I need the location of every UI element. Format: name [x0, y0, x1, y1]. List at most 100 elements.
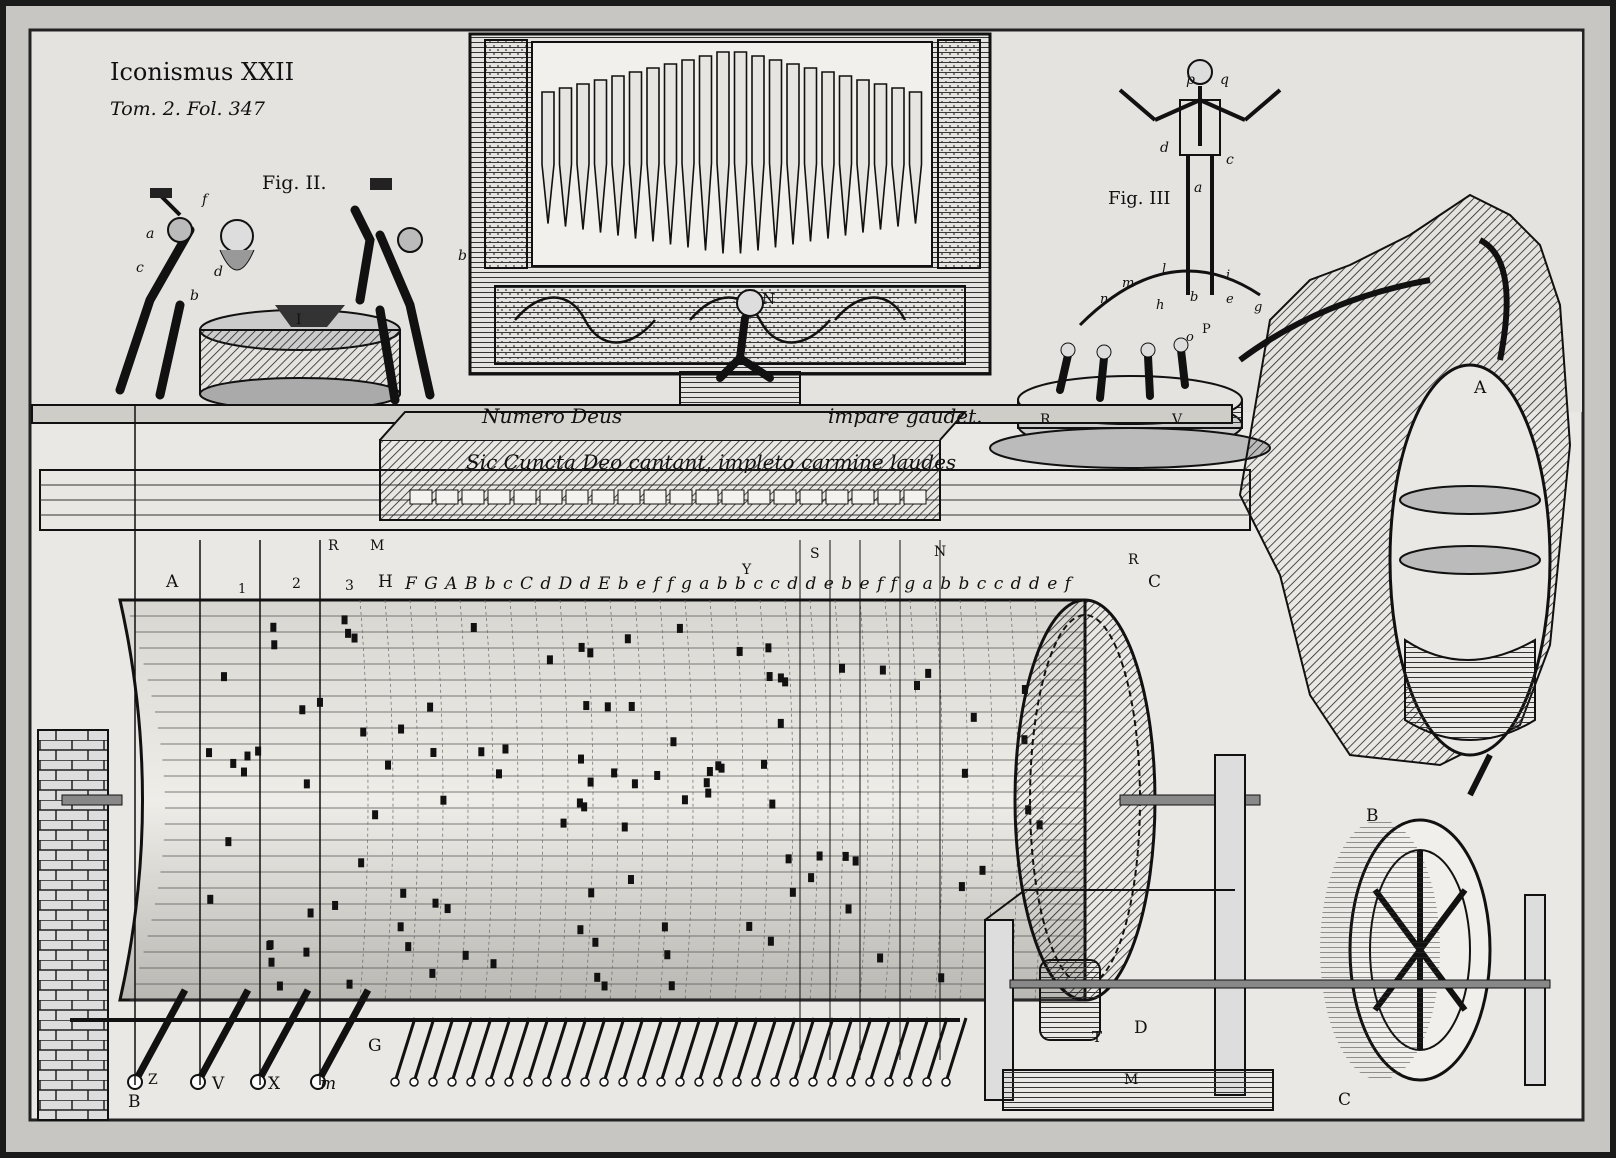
barrel-pin: [961, 768, 968, 778]
trackers: [134, 405, 941, 1085]
organ-key: [409, 489, 433, 505]
fig3-letter-i: i: [1226, 268, 1231, 283]
organ-pipe: [593, 79, 608, 233]
organ-key: [799, 489, 823, 505]
organ-key: [617, 489, 641, 505]
label-B-wheel: B: [1366, 806, 1379, 826]
barrel-pin: [594, 972, 601, 982]
organ-key: [903, 489, 927, 505]
water-tank-apparatus: [1238, 193, 1572, 797]
barrel-pin: [624, 634, 631, 644]
barrel-pin: [444, 904, 451, 914]
barrel-pin: [785, 854, 792, 864]
label-N-lower: N: [934, 544, 947, 560]
barrel-pin: [440, 795, 447, 805]
label-D: D: [1134, 1018, 1148, 1038]
barrel-pin: [664, 950, 671, 960]
fig3-letter-e: e: [1226, 292, 1234, 307]
water-wheel: [1320, 818, 1546, 1086]
barrel-pin: [587, 777, 594, 787]
barrel-pin: [879, 665, 886, 675]
barrel-pin: [852, 856, 859, 866]
barrel-pin: [808, 873, 815, 883]
barrel-pin: [718, 763, 725, 773]
organ-key: [669, 489, 693, 505]
barrel-pin: [777, 673, 784, 683]
plate-title: Iconismus XXII: [110, 58, 295, 86]
number-2: 2: [292, 576, 301, 592]
barrel-pin: [583, 701, 590, 711]
barrel-pin: [372, 810, 379, 820]
fig2-letter-c: c: [136, 260, 144, 276]
barrel-pin: [631, 779, 638, 789]
barrel-pin: [760, 759, 767, 769]
barrel-pin: [225, 837, 232, 847]
drive-frame: [984, 754, 1551, 1111]
barrel-pin: [766, 672, 773, 682]
barrel-pin: [560, 818, 567, 828]
skeleton-letter-a: a: [1194, 180, 1203, 196]
barrel-pin: [405, 942, 412, 952]
barrel-pin: [925, 668, 932, 678]
fig2-letter-I: I: [296, 312, 302, 328]
barrel-pin: [429, 968, 436, 978]
label-N-organ: N: [762, 290, 776, 308]
label-S: S: [810, 546, 820, 562]
organ-pipe: [733, 51, 748, 254]
organ-key: [747, 489, 771, 505]
label-A-tank: A: [1474, 378, 1487, 398]
organ-pipe: [663, 63, 678, 245]
barrel-pin: [271, 640, 278, 650]
organ-key: [487, 489, 511, 505]
fig2-letter-b-right: b: [458, 248, 467, 264]
label-R-right: R: [1128, 552, 1139, 568]
barrel-pin: [845, 904, 852, 914]
barrel-pin: [654, 770, 661, 780]
skeleton-letter-p: p: [1186, 72, 1195, 88]
barrel-pin: [628, 701, 635, 711]
barrel-pin: [782, 677, 789, 687]
label-C-top: C: [1148, 572, 1162, 592]
skeleton-letter-c: c: [1226, 152, 1234, 168]
label-G: G: [368, 1036, 382, 1056]
organ-pipe: [698, 55, 713, 251]
barrel-pin: [958, 882, 965, 892]
organ-pipes: [541, 51, 923, 254]
number-1: 1: [238, 582, 247, 597]
barrel-pin: [341, 615, 348, 625]
organ-key: [721, 489, 745, 505]
skeleton-letter-q: q: [1220, 72, 1229, 88]
barrel-pin: [592, 937, 599, 947]
barrel-pin: [627, 875, 634, 885]
organ-pipe: [541, 91, 555, 224]
label-A-top: A: [166, 572, 179, 592]
label-V: V: [212, 1074, 225, 1094]
barrel-pin: [789, 887, 796, 897]
barrel-pin: [668, 981, 675, 991]
barrel-pin: [358, 858, 365, 868]
label-X: X: [268, 1074, 281, 1094]
fig2-label: Fig. II.: [262, 172, 327, 194]
motto-left: Numero Deus: [482, 404, 623, 428]
barrel-pin: [979, 865, 986, 875]
barrel-pin: [576, 798, 583, 808]
barrel-pin: [400, 888, 407, 898]
barrel-pin: [397, 922, 404, 932]
barrel-pin: [427, 702, 434, 712]
motto-right: impare gaudet.: [828, 404, 983, 428]
barrel-pin: [621, 822, 628, 832]
label-R-left: R: [328, 538, 339, 554]
barrel-pin: [266, 940, 273, 950]
organ-key: [435, 489, 459, 505]
organ-pipe: [576, 83, 590, 230]
organ-pipe: [838, 75, 853, 236]
plate-reference: Tom. 2. Fol. 347: [110, 98, 265, 120]
barrel-pin: [478, 747, 485, 757]
fig3-letter-n: n: [1100, 292, 1109, 307]
label-Y: Y: [742, 562, 752, 578]
barrel-pin: [661, 922, 668, 932]
organ-pipe: [908, 91, 923, 224]
fig3-letter-R: R: [1040, 412, 1051, 428]
barrel-pin: [490, 959, 497, 969]
organ-key: [825, 489, 849, 505]
